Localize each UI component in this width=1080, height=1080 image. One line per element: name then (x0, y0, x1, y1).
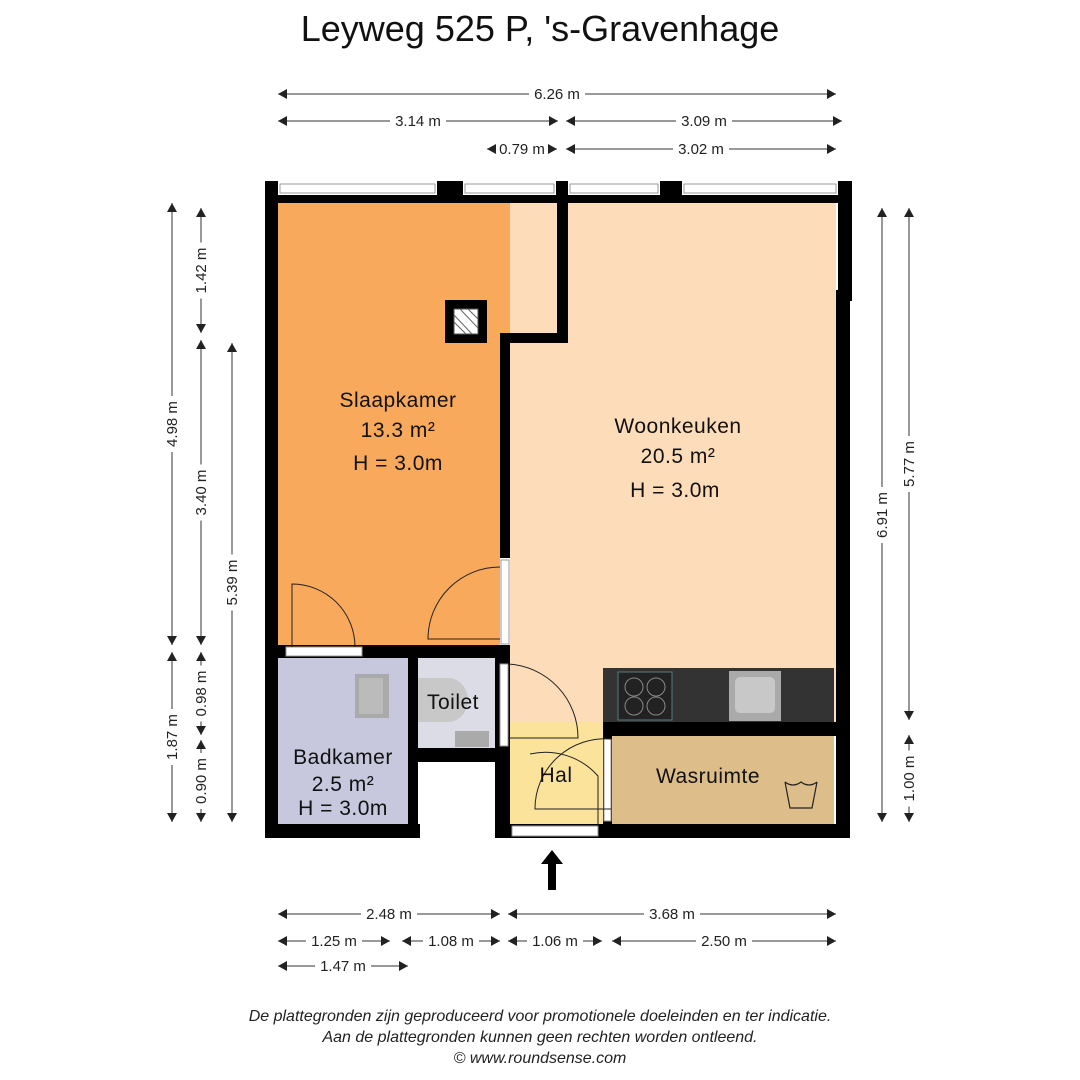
dimension-label: 1.25 m (311, 933, 357, 950)
room-name: Badkamer (293, 746, 393, 769)
dimension-label: 1.00 m (901, 756, 918, 802)
dimension-arrow (399, 961, 408, 971)
room-height: H = 3.0m (298, 797, 388, 820)
room-name: Toilet (427, 691, 479, 714)
dimension-label: 3.02 m (678, 141, 724, 158)
dimension-lines: 6.26 m 3.14 m 3.09 m 0.79 m 3.02 m 2.48 m 3.68… (164, 86, 918, 975)
dimension-arrow (827, 909, 836, 919)
dimension-arrow (167, 203, 177, 212)
dimension-arrow (196, 652, 206, 661)
dimension-arrow (196, 740, 206, 749)
dimension-arrow (566, 116, 575, 126)
dimension-arrow (904, 735, 914, 744)
dimension-arrow (167, 813, 177, 822)
dimension-arrow (167, 652, 177, 661)
dimension-label: 0.98 m (193, 671, 210, 717)
dimension-arrow (196, 813, 206, 822)
dimension-arrow (487, 144, 496, 154)
dimension-arrow (904, 711, 914, 720)
dimension-arrow (549, 116, 558, 126)
dimension-label: 3.14 m (395, 113, 441, 130)
dimension-label: 3.40 m (193, 470, 210, 516)
dimension-arrow (278, 89, 287, 99)
dimension-arrow (196, 636, 206, 645)
dimension-arrow (167, 636, 177, 645)
dimension-arrow (278, 961, 287, 971)
dimension-arrow (196, 208, 206, 217)
room-name: Slaapkamer (339, 389, 456, 412)
room-area: 2.5 m² (312, 773, 375, 796)
dimension-label: 0.90 m (193, 758, 210, 804)
dimension-label: 2.50 m (701, 933, 747, 950)
dimension-arrow (904, 208, 914, 217)
dimension-arrow (196, 324, 206, 333)
dimension-arrow (593, 936, 602, 946)
disclaimer-line: De plattegronden zijn geproduceerd voor … (248, 1008, 832, 1025)
dimension-arrow (381, 936, 390, 946)
dimension-label: 5.77 m (901, 441, 918, 487)
room-area: 20.5 m² (641, 445, 716, 468)
room-name: Wasruimte (656, 765, 760, 788)
dimension-arrow (227, 343, 237, 352)
dimension-arrow (827, 936, 836, 946)
laundry-icon (784, 781, 818, 809)
cooktop-icon (617, 671, 673, 721)
dimension-label: 6.91 m (874, 492, 891, 538)
entrance-arrow-icon (541, 850, 563, 890)
disclaimer-line: Aan de plattegronden kunnen geen rechten… (322, 1029, 758, 1046)
dimension-arrow (904, 813, 914, 822)
dimension-arrow (833, 116, 842, 126)
room-name: Woonkeuken (614, 415, 741, 438)
shaft-icon (453, 308, 479, 335)
room-name: Hal (539, 764, 572, 787)
dimension-label: 2.48 m (366, 906, 412, 923)
toilet-icon (418, 678, 468, 722)
dimension-arrow (196, 726, 206, 735)
doors (285, 559, 612, 837)
dimension-label: 1.06 m (532, 933, 578, 950)
room-area: 13.3 m² (361, 419, 436, 442)
page-title: Leyweg 525 P, 's-Gravenhage (300, 8, 780, 49)
disclaimer: De plattegronden zijn geproduceerd voor … (0, 1006, 1080, 1069)
dimension-label: 1.47 m (320, 958, 366, 975)
disclaimer-line: © www.roundsense.com (453, 1050, 627, 1067)
dimension-arrow (877, 208, 887, 217)
dimension-label: 4.98 m (164, 401, 181, 447)
windows (279, 183, 837, 194)
dimension-arrow (196, 340, 206, 349)
dimension-arrow (402, 936, 411, 946)
room-height: H = 3.0m (630, 479, 720, 502)
dimension-arrow (827, 89, 836, 99)
room-height: H = 3.0m (353, 452, 443, 475)
room-wasruimte (612, 736, 834, 824)
dimension-arrow (227, 813, 237, 822)
dimension-label: 6.26 m (534, 86, 580, 103)
dimension-arrow (491, 909, 500, 919)
dimension-arrow (566, 144, 575, 154)
dimension-label: 0.79 m (499, 141, 545, 158)
dimension-label: 3.68 m (649, 906, 695, 923)
dimension-arrow (278, 936, 287, 946)
dimension-label: 1.87 m (164, 714, 181, 760)
dimension-label: 1.08 m (428, 933, 474, 950)
dimension-arrow (548, 144, 557, 154)
kitchen-counter (603, 668, 834, 722)
room-slaapkamer (278, 203, 557, 647)
dimension-arrow (877, 813, 887, 822)
dimension-label: 5.39 m (224, 560, 241, 606)
dimension-arrow (278, 116, 287, 126)
dimension-arrow (491, 936, 500, 946)
dimension-arrow (508, 909, 517, 919)
dimension-arrow (827, 144, 836, 154)
dimension-label: 1.42 m (193, 248, 210, 294)
dimension-arrow (278, 909, 287, 919)
dimension-arrow (612, 936, 621, 946)
dimension-label: 3.09 m (681, 113, 727, 130)
small-basin-icon (455, 731, 489, 747)
dimension-arrow (508, 936, 517, 946)
